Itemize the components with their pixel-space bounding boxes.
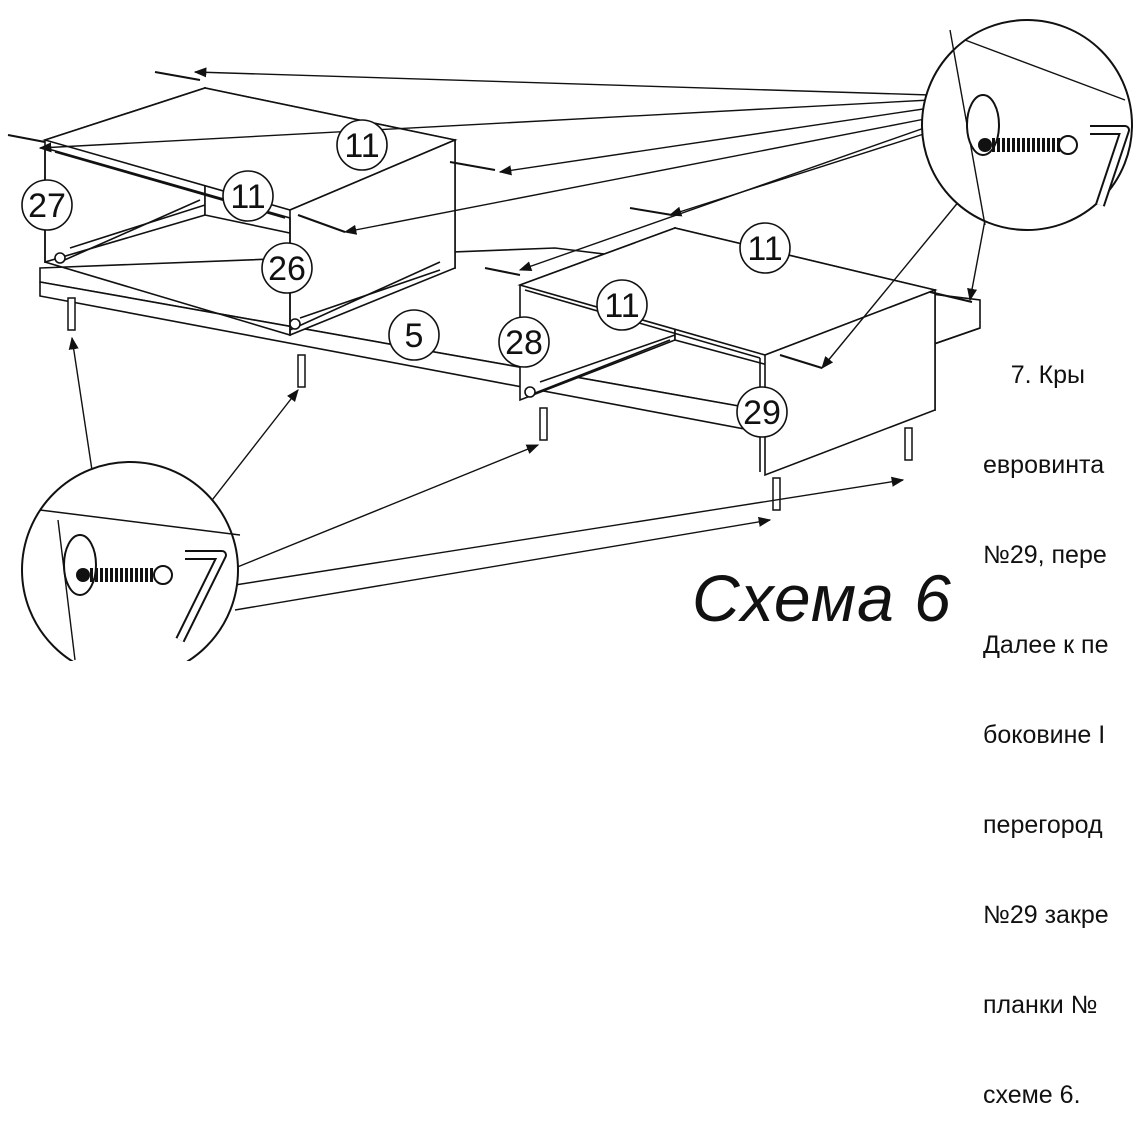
- instruction-line: №29, пере: [983, 541, 1107, 569]
- part-label-text: 11: [344, 127, 379, 165]
- part-label-29: 29: [736, 386, 788, 438]
- instruction-text: 7. Кры евровинта №29, пере Далее к пе бо…: [983, 300, 1137, 1140]
- part-label-27: 27: [21, 179, 73, 231]
- detail-inset-top: [921, 19, 1133, 231]
- side-screws: [7, 71, 973, 369]
- part-label-11-a: 11: [336, 119, 388, 171]
- diagram-title: Схема 6: [692, 561, 952, 635]
- part-label-text: 27: [28, 187, 66, 225]
- instruction-line: схеме 6.: [983, 1081, 1081, 1109]
- part-label-28: 28: [498, 316, 550, 368]
- part-label-text: 11: [230, 178, 265, 216]
- instruction-line: перегород: [983, 811, 1103, 839]
- instruction-line: боковине I: [983, 721, 1106, 749]
- leader-arrows-bottom: [68, 336, 905, 611]
- part-label-text: 11: [604, 287, 639, 325]
- part-labels: 11 11 11 11 27 26 5 28 29: [21, 119, 791, 438]
- left-cabinet: [42, 86, 458, 337]
- instruction-line: Далее к пе: [983, 631, 1109, 659]
- foot-screws: [67, 297, 913, 511]
- part-label-11-c: 11: [739, 222, 791, 274]
- assembly-diagram: 11 11 11 11 27 26 5 28 29: [7, 19, 1133, 661]
- part-label-11-d: 11: [596, 279, 648, 331]
- part-label-11-b: 11: [222, 170, 274, 222]
- detail-inset-bottom: [21, 461, 241, 661]
- instruction-line: 7. Кры: [983, 361, 1086, 389]
- part-label-text: 11: [747, 230, 782, 268]
- instruction-line: евровинта: [983, 451, 1105, 479]
- part-label-text: 26: [268, 250, 306, 288]
- leader-arrows-top: [38, 67, 986, 369]
- part-label-text: 5: [405, 317, 424, 355]
- right-cabinet: [517, 226, 938, 477]
- part-label-text: 28: [505, 324, 543, 362]
- instruction-line: планки №: [983, 991, 1098, 1019]
- part-label-5: 5: [388, 309, 440, 361]
- part-label-text: 29: [743, 394, 781, 432]
- part-label-26: 26: [261, 242, 313, 294]
- instruction-line: №29 закре: [983, 901, 1109, 929]
